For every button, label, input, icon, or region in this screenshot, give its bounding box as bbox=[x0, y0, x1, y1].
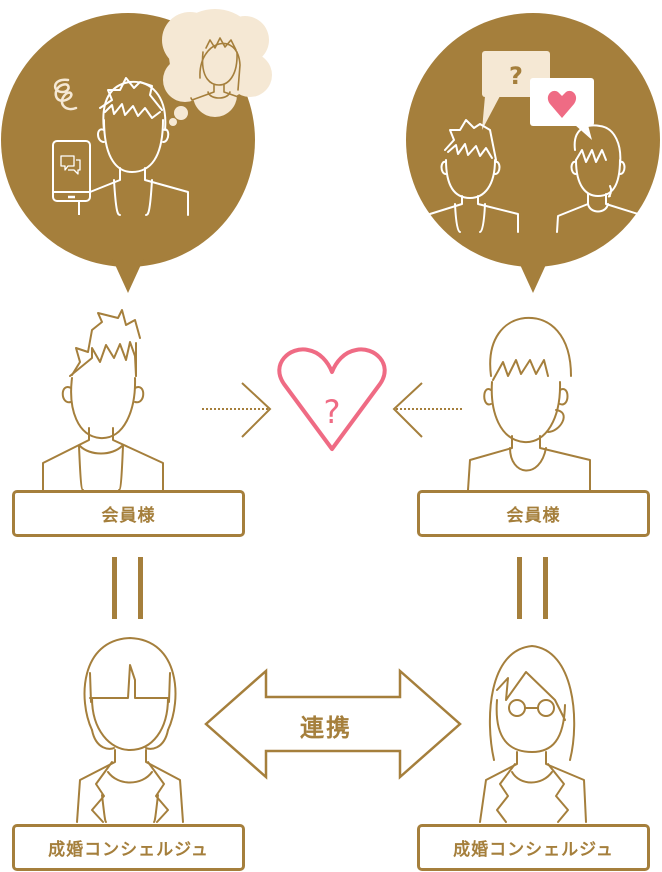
member-man-figure bbox=[40, 305, 220, 495]
match-heart-diagram: ? bbox=[195, 340, 470, 460]
member-label-left-text: 会員様 bbox=[101, 506, 156, 526]
member-woman-figure bbox=[460, 310, 640, 495]
concierge-left-figure bbox=[55, 630, 215, 830]
right-speech-bubble: ? bbox=[400, 0, 662, 300]
heart-question-icon bbox=[277, 347, 387, 451]
concierge-right-figure bbox=[460, 630, 620, 830]
question-speech-bubble-icon: ? bbox=[482, 51, 550, 130]
concierge-label-left: 成婚コンシェルジュ bbox=[12, 824, 245, 871]
swirl-worry-icon bbox=[54, 78, 78, 111]
heart-speech-bubble-icon bbox=[530, 78, 594, 140]
dotted-arrow-right-icon bbox=[202, 382, 272, 438]
equals-icon-right bbox=[517, 557, 553, 619]
equals-icon-left bbox=[112, 557, 148, 619]
concierge-label-right: 成婚コンシェルジュ bbox=[417, 824, 650, 871]
left-speech-bubble bbox=[0, 0, 280, 300]
collaboration-label: 連携 bbox=[300, 714, 352, 742]
collaboration-double-arrow-icon bbox=[200, 665, 465, 785]
svg-text:?: ? bbox=[509, 62, 523, 90]
concierge-label-left-text: 成婚コンシェルジュ bbox=[48, 840, 209, 860]
member-label-right: 会員様 bbox=[417, 490, 650, 537]
svg-text:?: ? bbox=[324, 393, 341, 431]
member-label-right-text: 会員様 bbox=[506, 506, 561, 526]
concierge-label-right-text: 成婚コンシェルジュ bbox=[453, 840, 614, 860]
member-label-left: 会員様 bbox=[12, 490, 245, 537]
dotted-arrow-left-icon bbox=[392, 382, 462, 438]
thought-cloud-icon bbox=[162, 9, 272, 126]
phone-chat-icon bbox=[52, 140, 91, 215]
